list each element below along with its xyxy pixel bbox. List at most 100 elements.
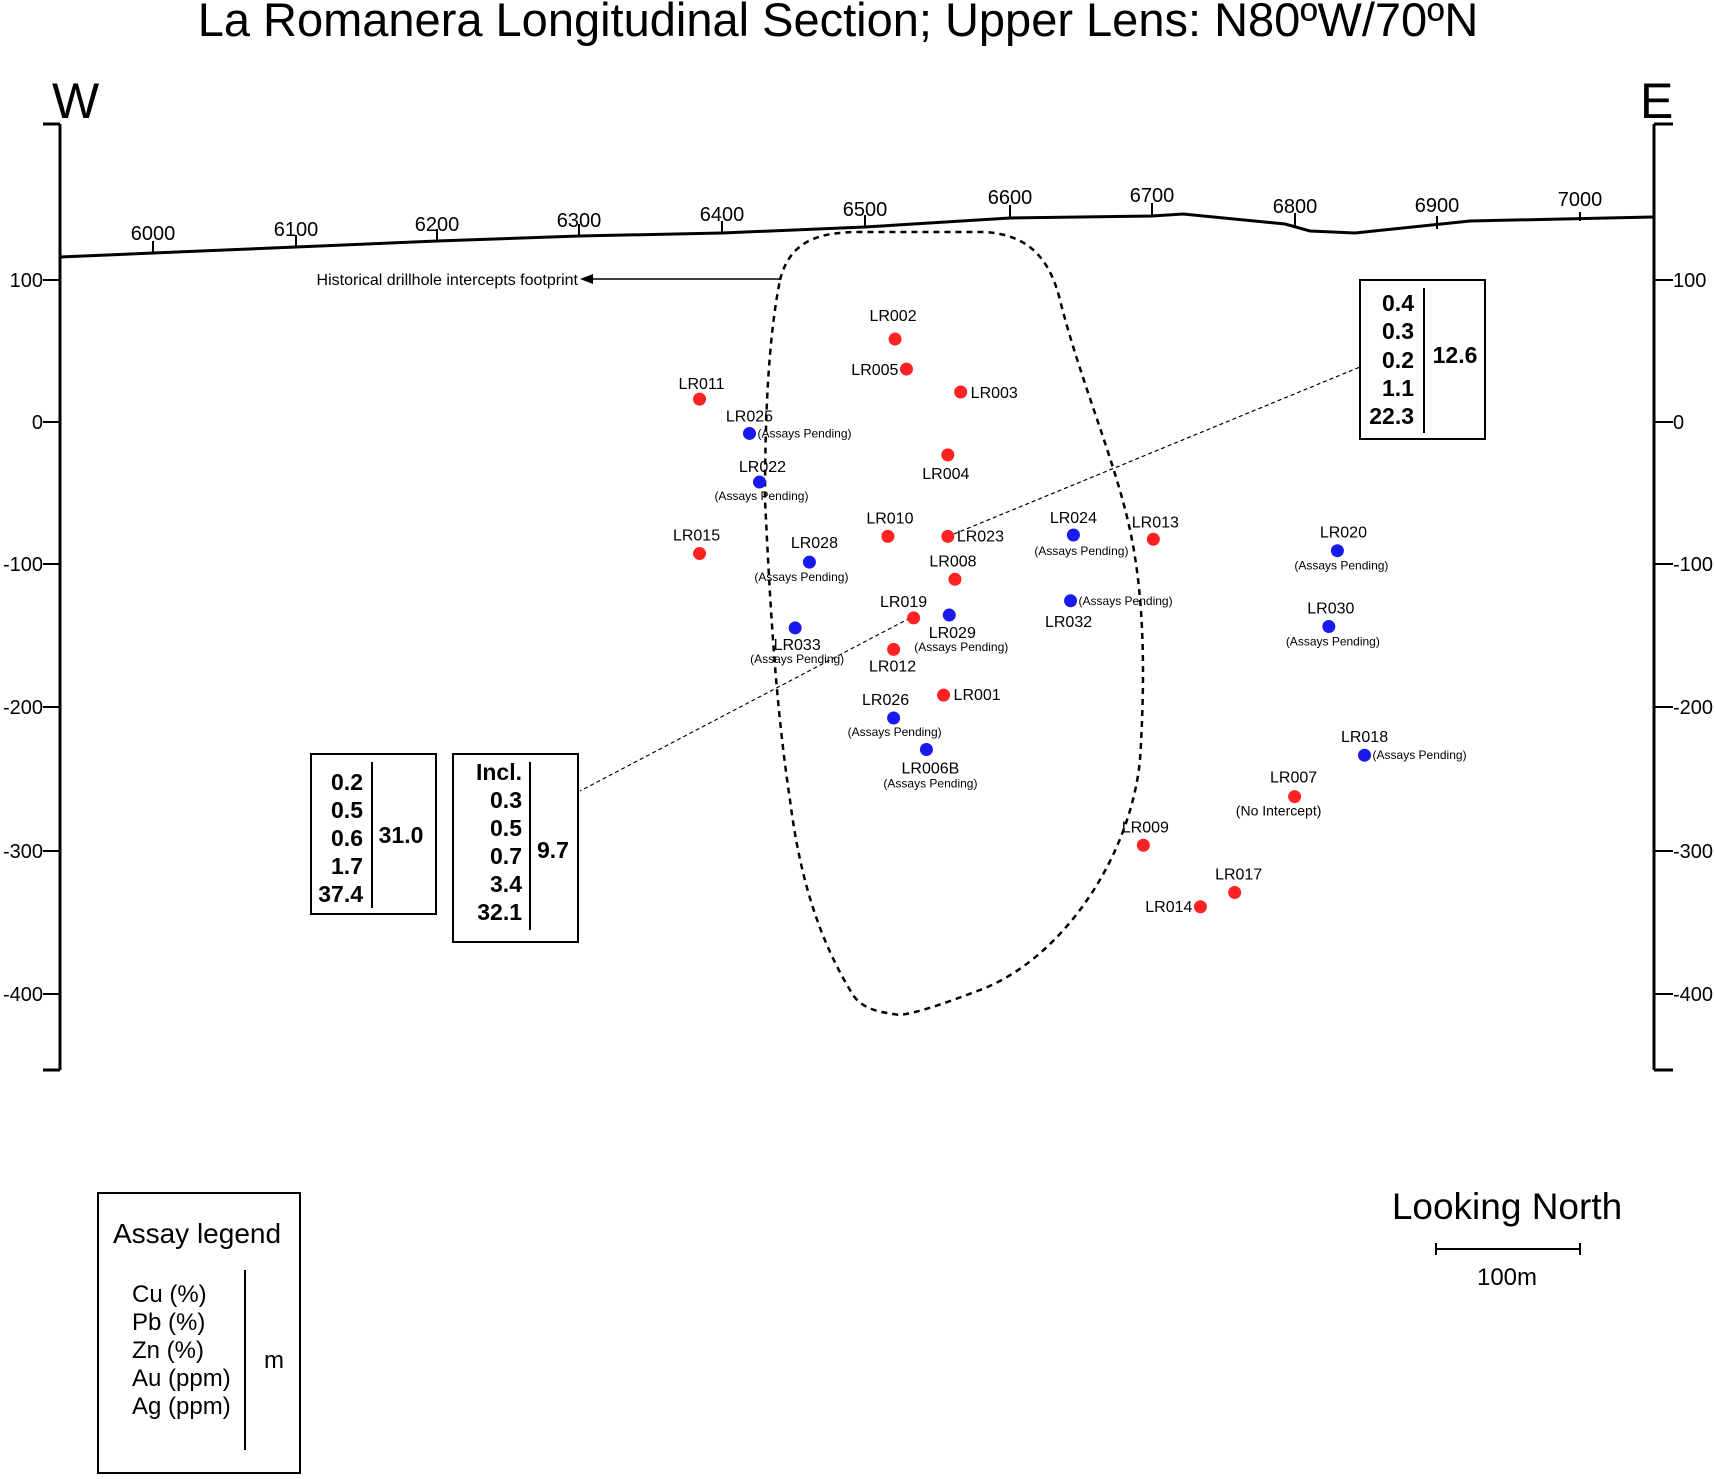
easting-label: 6800 (1273, 196, 1318, 218)
drillhole-status-lr029: (Assays Pending) (914, 640, 1008, 654)
easting-label: 7000 (1558, 189, 1603, 211)
view-direction-label: Looking North (1392, 1186, 1622, 1227)
right-elevation-axis (1652, 122, 1673, 1072)
elev-label-left: -300 (3, 841, 43, 863)
drillhole-marker-lr002 (888, 332, 902, 346)
drillhole-label-lr004: LR004 (922, 466, 969, 483)
legend-item: Cu (%) (132, 1281, 207, 1308)
drillhole-marker-lr006b (919, 742, 933, 756)
easting-label: 6700 (1130, 185, 1175, 207)
drillhole-marker-lr011 (693, 392, 707, 406)
drillhole-label-lr023: LR023 (957, 528, 1004, 545)
drillhole-status-lr022: (Assays Pending) (714, 489, 808, 503)
drillhole-label-lr002: LR002 (869, 308, 916, 325)
drillhole-marker-lr029 (942, 608, 956, 622)
box-including-value: 0.7 (490, 843, 522, 869)
drillhole-label-lr006b: LR006B (902, 760, 960, 777)
elev-label-right: -100 (1673, 554, 1713, 576)
left-elevation-axis (43, 122, 62, 1072)
drillhole-marker-lr019 (907, 611, 921, 625)
drillhole-label-lr008: LR008 (929, 553, 976, 570)
drillhole-label-lr030: LR030 (1307, 600, 1354, 617)
drillhole-status-lr007: (No Intercept) (1236, 803, 1322, 819)
box-east-length: 12.6 (1433, 342, 1478, 368)
drillhole-label-lr007: LR007 (1270, 770, 1317, 787)
drillhole-status-lr026: (Assays Pending) (848, 725, 942, 739)
leader-line-east-box (953, 366, 1361, 535)
drillhole-marker-lr003 (954, 385, 968, 399)
drillhole-label-lr032: LR032 (1045, 614, 1092, 631)
footprint-note: Historical drillhole intercepts footprin… (317, 272, 579, 289)
intercept-box-east: 0.4 0.3 0.2 1.1 22.3 12.6 (1359, 279, 1486, 440)
drillhole-marker-lr026 (887, 711, 901, 725)
elev-label-left: -400 (3, 984, 43, 1006)
drillhole-label-lr003: LR003 (971, 385, 1018, 402)
drillhole-status-lr032: (Assays Pending) (1079, 594, 1173, 608)
box-including-value: 3.4 (490, 871, 522, 897)
box-west-value: 0.5 (331, 797, 363, 823)
legend-item: Au (ppm) (132, 1365, 231, 1392)
drillhole-marker-lr012 (887, 642, 901, 656)
elev-label-right: -200 (1673, 697, 1713, 719)
easting-label: 6400 (700, 204, 745, 226)
drillhole-label-lr024: LR024 (1050, 510, 1097, 527)
easting-label: 6900 (1415, 195, 1460, 217)
drillhole-label-lr018: LR018 (1341, 729, 1388, 746)
elev-label-right: -300 (1673, 841, 1713, 863)
easting-label: 6000 (131, 223, 176, 245)
box-west-length: 31.0 (379, 822, 424, 848)
drillhole-status-lr006b: (Assays Pending) (883, 776, 977, 790)
legend-item: Pb (%) (132, 1309, 205, 1336)
leader-line-west-box (579, 617, 911, 792)
west-label: W (52, 73, 100, 129)
drillhole-label-lr026: LR026 (862, 692, 909, 709)
drillhole-marker-lr018 (1358, 748, 1372, 762)
easting-ticks (152, 203, 1581, 253)
drillhole-marker-lr004 (941, 448, 955, 462)
drillhole-label-lr025: LR025 (726, 408, 773, 425)
box-east-value: 0.4 (1382, 290, 1414, 316)
easting-label: 6200 (415, 214, 460, 236)
right-elevation-ticks: 100 0 -100 -200 -300 -400 (1654, 270, 1713, 1006)
drillhole-marker-lr013 (1146, 532, 1160, 546)
east-label: E (1640, 73, 1673, 129)
drillhole-marker-lr023 (941, 529, 955, 543)
scale-bar (1435, 1243, 1581, 1255)
drillhole-marker-lr030 (1322, 619, 1336, 633)
drillhole-label-lr009: LR009 (1122, 819, 1169, 836)
drillhole-marker-lr014 (1193, 900, 1207, 914)
box-west-value: 37.4 (318, 881, 363, 907)
drillhole-label-lr014: LR014 (1145, 899, 1192, 916)
box-east-value: 22.3 (1369, 403, 1414, 429)
box-west-value: 1.7 (331, 853, 363, 879)
legend-item: Ag (ppm) (132, 1393, 231, 1420)
drillhole-label-lr013: LR013 (1132, 514, 1179, 531)
drillhole-marker-lr001 (937, 688, 951, 702)
drillhole-status-lr025: (Assays Pending) (757, 426, 851, 440)
drillhole-label-lr022: LR022 (739, 459, 786, 476)
legend-title: Assay legend (113, 1218, 281, 1249)
drillhole-label-lr011: LR011 (679, 376, 725, 393)
easting-label: 6100 (274, 219, 319, 241)
drillhole-status-lr020: (Assays Pending) (1294, 559, 1388, 573)
easting-label: 6500 (843, 199, 888, 221)
elev-label-right: 100 (1673, 270, 1706, 292)
box-east-value: 0.2 (1382, 347, 1414, 373)
easting-label: 6300 (557, 210, 602, 232)
drillhole-status-lr018: (Assays Pending) (1373, 748, 1467, 762)
drillhole-label-lr015: LR015 (673, 528, 720, 545)
box-east-value: 1.1 (1382, 375, 1414, 401)
intercept-box-west: 0.2 0.5 0.6 1.7 37.4 31.0 (310, 753, 437, 915)
drillhole-label-lr033: LR033 (774, 637, 821, 654)
drillhole-marker-lr025 (742, 426, 756, 440)
box-east-value: 0.3 (1382, 318, 1414, 344)
drillhole-label-lr019: LR019 (880, 594, 927, 611)
box-west-value: 0.6 (331, 825, 363, 851)
box-including-value: 0.5 (490, 815, 522, 841)
easting-labels: 6000 6100 6200 6300 6400 6500 6600 6700 … (131, 185, 1603, 245)
drillhole-marker-lr020 (1330, 544, 1344, 558)
elev-label-left: -100 (3, 554, 43, 576)
easting-label: 6600 (988, 187, 1033, 209)
